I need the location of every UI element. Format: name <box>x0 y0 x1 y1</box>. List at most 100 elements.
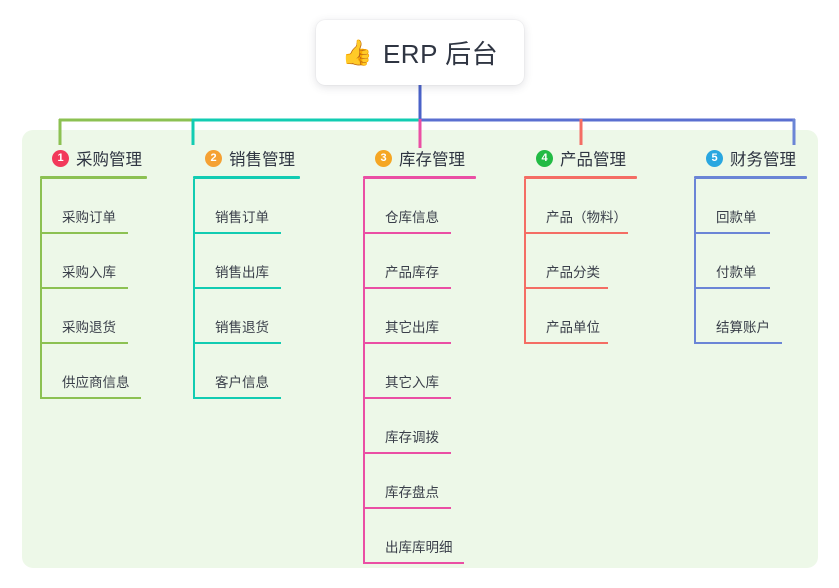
leaf-rule <box>363 562 464 564</box>
leaf-label: 库存盘点 <box>385 485 439 500</box>
branch-spine-3 <box>363 179 365 564</box>
leaf-label: 供应商信息 <box>62 375 130 390</box>
branch-spine-4 <box>524 179 526 344</box>
leaf-label: 产品分类 <box>546 265 600 280</box>
leaf-node[interactable]: 仓库信息 <box>363 179 476 234</box>
leaf-node[interactable]: 采购退货 <box>40 289 147 344</box>
branch-title-5: 财务管理 <box>730 151 796 169</box>
branch-header-2[interactable]: 2 销售管理 <box>193 146 300 170</box>
branch-header-4[interactable]: 4 产品管理 <box>524 146 637 170</box>
leaf-label: 采购入库 <box>62 265 116 280</box>
root-node-card[interactable]: 👍 ERP 后台 <box>316 20 524 85</box>
leaf-node[interactable]: 产品（物料） <box>524 179 637 234</box>
leaf-label: 客户信息 <box>215 375 269 390</box>
leaf-rule <box>363 232 451 234</box>
leaf-rule <box>363 287 451 289</box>
branch-items-2: 销售订单 销售出库 销售退货 客户信息 <box>193 179 300 399</box>
branch-rule-2 <box>193 176 300 179</box>
branch-title-1: 采购管理 <box>76 151 142 169</box>
leaf-rule <box>694 342 782 344</box>
leaf-rule <box>40 232 128 234</box>
leaf-label: 回款单 <box>716 210 757 225</box>
branch-title-4: 产品管理 <box>560 151 626 169</box>
leaf-label: 产品单位 <box>546 320 600 335</box>
leaf-node[interactable]: 采购订单 <box>40 179 147 234</box>
thumbs-up-icon: 👍 <box>341 38 373 67</box>
leaf-rule <box>363 397 451 399</box>
branch-header-1[interactable]: 1 采购管理 <box>40 146 147 170</box>
leaf-rule <box>524 342 608 344</box>
branch-badge-2: 2 <box>205 149 222 167</box>
leaf-rule <box>363 507 451 509</box>
branch-column-3: 3 库存管理 仓库信息 产品库存 其它出库 其它入库 库存调拨 库存盘点 <box>363 146 476 564</box>
leaf-label: 产品库存 <box>385 265 439 280</box>
leaf-rule <box>363 452 451 454</box>
leaf-node[interactable]: 销售出库 <box>193 234 300 289</box>
branch-items-5: 回款单 付款单 结算账户 <box>694 179 807 344</box>
leaf-label: 结算账户 <box>716 320 770 335</box>
branch-spine-1 <box>40 179 42 399</box>
leaf-label: 仓库信息 <box>385 210 439 225</box>
leaf-label: 采购退货 <box>62 320 116 335</box>
root-node-title: ERP 后台 <box>382 39 499 69</box>
leaf-label: 采购订单 <box>62 210 116 225</box>
leaf-rule <box>524 287 608 289</box>
leaf-node[interactable]: 库存盘点 <box>363 454 476 509</box>
leaf-node[interactable]: 采购入库 <box>40 234 147 289</box>
leaf-label: 付款单 <box>716 265 757 280</box>
leaf-node[interactable]: 产品分类 <box>524 234 637 289</box>
leaf-node[interactable]: 出库库明细 <box>363 509 476 564</box>
branch-title-3: 库存管理 <box>399 151 465 169</box>
branch-column-4: 4 产品管理 产品（物料） 产品分类 产品单位 <box>524 146 637 344</box>
leaf-rule <box>694 287 770 289</box>
leaf-rule <box>193 342 281 344</box>
branch-column-5: 5 财务管理 回款单 付款单 结算账户 <box>694 146 807 344</box>
leaf-node[interactable]: 结算账户 <box>694 289 807 344</box>
leaf-node[interactable]: 产品单位 <box>524 289 637 344</box>
leaf-rule <box>193 232 281 234</box>
leaf-node[interactable]: 其它出库 <box>363 289 476 344</box>
leaf-label: 销售出库 <box>215 265 269 280</box>
leaf-label: 产品（物料） <box>546 210 627 225</box>
leaf-node[interactable]: 销售退货 <box>193 289 300 344</box>
branch-column-2: 2 销售管理 销售订单 销售出库 销售退货 客户信息 <box>193 146 300 399</box>
branch-rule-1 <box>40 176 147 179</box>
leaf-rule <box>40 342 128 344</box>
branch-badge-5: 5 <box>706 149 723 167</box>
branch-spine-5 <box>694 179 696 344</box>
leaf-label: 库存调拨 <box>385 430 439 445</box>
branch-rule-5 <box>694 176 807 179</box>
branch-badge-3: 3 <box>375 149 392 167</box>
leaf-rule <box>193 397 281 399</box>
leaf-rule <box>40 287 128 289</box>
leaf-node[interactable]: 客户信息 <box>193 344 300 399</box>
diagram-panel <box>22 130 818 568</box>
branch-spine-2 <box>193 179 195 399</box>
branch-title-2: 销售管理 <box>229 151 295 169</box>
leaf-label: 销售退货 <box>215 320 269 335</box>
leaf-rule <box>694 232 770 234</box>
leaf-node[interactable]: 其它入库 <box>363 344 476 399</box>
leaf-node[interactable]: 库存调拨 <box>363 399 476 454</box>
branch-header-5[interactable]: 5 财务管理 <box>694 146 807 170</box>
branch-badge-4: 4 <box>536 149 553 167</box>
leaf-rule <box>193 287 281 289</box>
leaf-node[interactable]: 销售订单 <box>193 179 300 234</box>
branch-items-4: 产品（物料） 产品分类 产品单位 <box>524 179 637 344</box>
leaf-node[interactable]: 供应商信息 <box>40 344 147 399</box>
branch-badge-1: 1 <box>52 149 69 167</box>
branch-rule-3 <box>363 176 476 179</box>
branch-rule-4 <box>524 176 637 179</box>
branch-column-1: 1 采购管理 采购订单 采购入库 采购退货 供应商信息 <box>40 146 147 399</box>
leaf-node[interactable]: 回款单 <box>694 179 807 234</box>
leaf-rule <box>40 397 141 399</box>
branch-items-1: 采购订单 采购入库 采购退货 供应商信息 <box>40 179 147 399</box>
leaf-node[interactable]: 产品库存 <box>363 234 476 289</box>
leaf-label: 销售订单 <box>215 210 269 225</box>
leaf-label: 其它出库 <box>385 320 439 335</box>
branch-items-3: 仓库信息 产品库存 其它出库 其它入库 库存调拨 库存盘点 出库库明细 <box>363 179 476 564</box>
leaf-rule <box>363 342 451 344</box>
leaf-label: 出库库明细 <box>385 540 453 555</box>
branch-header-3[interactable]: 3 库存管理 <box>363 146 476 170</box>
leaf-node[interactable]: 付款单 <box>694 234 807 289</box>
